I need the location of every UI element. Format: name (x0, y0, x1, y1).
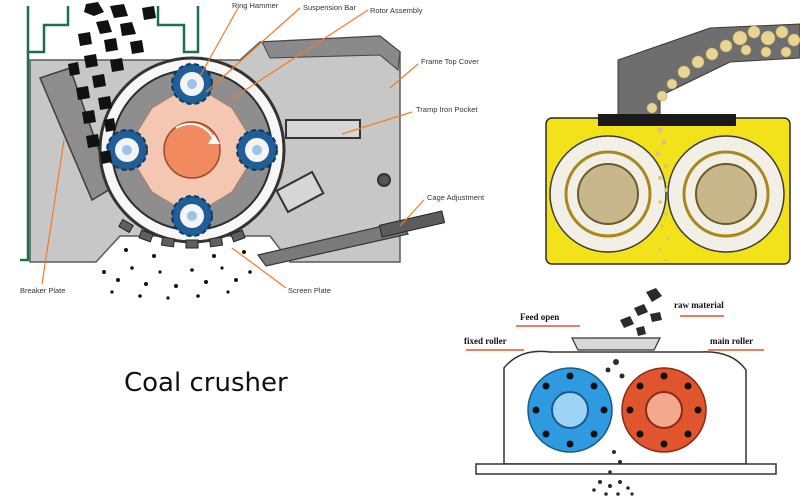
label-ring-hammer: Ring Hammer (232, 1, 279, 10)
rotation-arrow-icon (175, 122, 215, 141)
ring-hammer-left (106, 129, 148, 171)
rotor-hub (163, 121, 221, 179)
top-bar (598, 114, 736, 126)
raw-material-lumps (620, 288, 662, 336)
roll-crusher-diagram (545, 23, 800, 265)
crusher-base (475, 463, 777, 475)
leader-lines (41, 7, 425, 289)
crushed-coal-output (102, 248, 252, 300)
label-frame-top-cover: Frame Top Cover (421, 57, 479, 66)
label-suspension-bar: Suspension Bar (303, 3, 356, 12)
label-tramp-iron-pocket: Tramp Iron Pocket (416, 105, 478, 114)
cage-adjustment (256, 210, 446, 267)
double-roller-diagram: raw material Feed open fixed roller main… (464, 288, 777, 496)
rotation-arrowhead-icon (208, 134, 220, 144)
feed-hopper (617, 23, 800, 119)
label-main-roller: main roller (710, 336, 753, 346)
main-roller (621, 367, 707, 453)
ring-hammer-top (171, 63, 213, 105)
frame-top-cover (261, 35, 401, 71)
label-cage-adjustment: Cage Adjustment (427, 193, 485, 202)
right-roll (667, 135, 785, 253)
label-fixed-roller: fixed roller (464, 336, 507, 346)
crushed-output (592, 359, 634, 496)
hammer-mill-diagram: Ring Hammer Suspension Bar Rotor Assembl… (20, 1, 485, 300)
tramp-iron-pocket (275, 119, 391, 214)
ring-hammer-bottom (171, 195, 213, 237)
crushed-fines (655, 127, 670, 262)
page-title: Coal crusher (124, 368, 288, 398)
left-roll (549, 135, 667, 253)
ring-hammer-right (236, 129, 278, 171)
label-breaker-plate: Breaker Plate (20, 286, 65, 295)
label-feed-open: Feed open (520, 312, 559, 322)
feed-hopper (571, 337, 661, 351)
fixed-roller (527, 367, 613, 453)
coal-feed (68, 2, 156, 164)
coal-in-hopper (646, 25, 800, 114)
label-raw-material: raw material (674, 300, 724, 310)
ring-hammers (106, 63, 278, 237)
label-rotor-assembly: Rotor Assembly (370, 6, 423, 15)
screen-plate (118, 218, 246, 249)
feed-chute (20, 6, 200, 262)
label-screen-plate: Screen Plate (288, 286, 331, 295)
